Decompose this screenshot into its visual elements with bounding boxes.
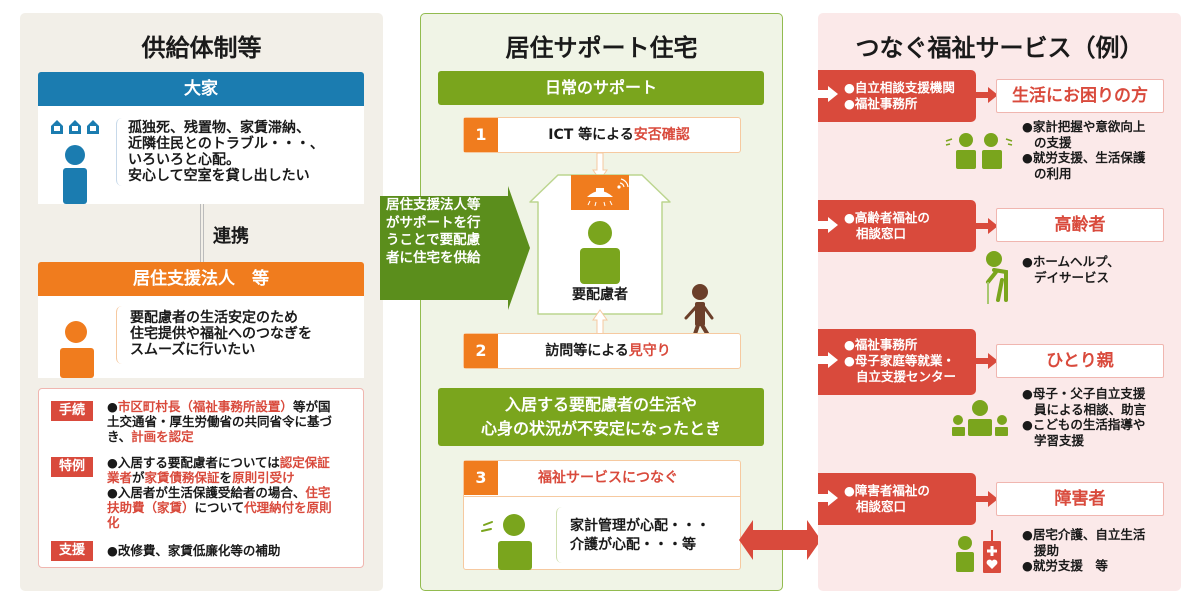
landlord-concerns: 孤独死、残置物、家賃滞納、 近隣住民とのトラブル・・・、 いろいろと心配。 安心…: [128, 120, 324, 184]
procedure-text: ●市区町村長（福祉事務所設置）等が国土交通省・厚生労働省の共同省令に基づき、計画…: [107, 399, 333, 444]
speech-brace: [116, 118, 124, 186]
special-case-text: ●入居する要配慮者については認定保証業者が家賃債務保証を原則引受け ●入居者が生…: [107, 455, 332, 530]
arrow-out-icon: [976, 353, 998, 369]
arrow-in-icon: [818, 490, 838, 506]
arrow-in-icon: [818, 352, 838, 368]
welfare-services-title: つなぐ福祉サービス（例）: [855, 34, 1144, 62]
vulnerable-person-label: 要配慮者: [572, 287, 628, 303]
bidirectional-arrow: [739, 520, 821, 560]
services-single-parent: ●母子・父子自立支援 員による相談、助言 ●こどもの生活指導や 学習支援: [1022, 386, 1147, 448]
step-1-box: 1 ICT 等による安否確認: [463, 117, 741, 153]
landlord-header: 大家: [38, 72, 364, 106]
step-1-label: ICT 等による安否確認: [548, 127, 690, 143]
arrow-out-icon: [976, 218, 998, 234]
link-label: 連携: [213, 226, 249, 247]
support-tag: 支援: [51, 541, 93, 561]
arrow-in-icon: [818, 86, 838, 102]
target-elderly: 高齢者: [996, 208, 1164, 242]
elderly-person-icon: [986, 251, 1008, 304]
person-head: [588, 221, 612, 245]
step-3-divider: [464, 496, 740, 497]
target-livelihood: 生活にお困りの方: [996, 79, 1164, 113]
corp-goals: 要配慮者の生活安定のため 住宅提供や福祉へのつなぎを スムーズに行いたい: [130, 310, 312, 358]
step-3-number: 3: [464, 461, 498, 495]
housing-support-corp-card: 要配慮者の生活安定のため 住宅提供や福祉へのつなぎを スムーズに行いたい: [38, 296, 364, 378]
step-2-box: 2 訪問等による見守り: [463, 333, 741, 369]
step-1-number: 1: [464, 118, 498, 152]
landlord-card: 孤独死、残置物、家賃滞納、 近隣住民とのトラブル・・・、 いろいろと心配。 安心…: [38, 106, 364, 204]
housing-support-corp-header: 居住支援法人 等: [38, 262, 364, 296]
step-2-label: 訪問等による見守り: [545, 343, 671, 359]
special-case-tag: 特例: [51, 457, 93, 477]
target-disability: 障害者: [996, 482, 1164, 516]
support-text: ●改修費、家賃低廉化等の補助: [107, 543, 281, 558]
link-connector: [200, 204, 204, 262]
sensor-icon: [587, 178, 629, 207]
person-body: [580, 248, 620, 284]
speech-brace: [116, 306, 124, 364]
services-disability: ●居宅介護、自立生活 援助 ●就労支援 等: [1022, 527, 1146, 573]
family-icon: [952, 400, 1008, 436]
residence-support-housing-title: 居住サポート住宅: [505, 34, 698, 62]
supply-system-title: 供給体制等: [141, 34, 262, 62]
services-livelihood: ●家計把握や意欲向上 の支援 ●就労支援、生活保護 の利用: [1022, 119, 1146, 181]
step-3-label: 福祉サービスにつなぐ: [538, 470, 678, 486]
step-3-box: 3 福祉サービスにつなぐ 家計管理が心配・・・ 介護が心配・・・等: [463, 460, 741, 570]
speech-brace: [556, 507, 564, 563]
worried-person-icon: [481, 514, 532, 570]
disability-help-mark-icon: [956, 530, 1001, 573]
two-people-icon: [945, 133, 1013, 169]
step-2-number: 2: [464, 334, 498, 368]
agency-box-elderly: ●高齢者福祉の 相談窓口: [818, 200, 976, 252]
arrow-out-icon: [976, 491, 998, 507]
target-single-parent: ひとり親: [996, 344, 1164, 378]
house-diagram: [529, 152, 671, 340]
procedure-tag: 手続: [51, 401, 93, 421]
legal-framework-box: 手続 ●市区町村長（福祉事務所設置）等が国土交通省・厚生労働省の共同省令に基づき…: [38, 388, 364, 568]
landlord-icon: [51, 120, 99, 204]
supply-arrow: [380, 186, 530, 310]
supply-arrow-text: 居住支援法人等 がサポートを行 うことで要配慮 者に住宅を供給: [386, 197, 481, 266]
worries-text: 家計管理が心配・・・ 介護が心配・・・等: [570, 518, 710, 553]
person-icon: [60, 321, 94, 378]
agency-box-livelihood: ●自立相談支援機関 ●福祉事務所: [818, 70, 976, 122]
arrow-out-icon: [976, 87, 998, 103]
unstable-condition-bar: 入居する要配慮者の生活や 心身の状況が不安定になったとき: [438, 388, 764, 446]
services-elderly: ●ホームヘルプ、 デイサービス: [1022, 254, 1120, 285]
arrow-in-icon: [818, 217, 838, 233]
daily-support-bar: 日常のサポート: [438, 71, 764, 105]
agency-box-disability: ●障害者福祉の 相談窓口: [818, 473, 976, 525]
agency-box-single-parent: ●福祉事務所 ●母子家庭等就業・ 自立支援センター: [818, 329, 976, 395]
